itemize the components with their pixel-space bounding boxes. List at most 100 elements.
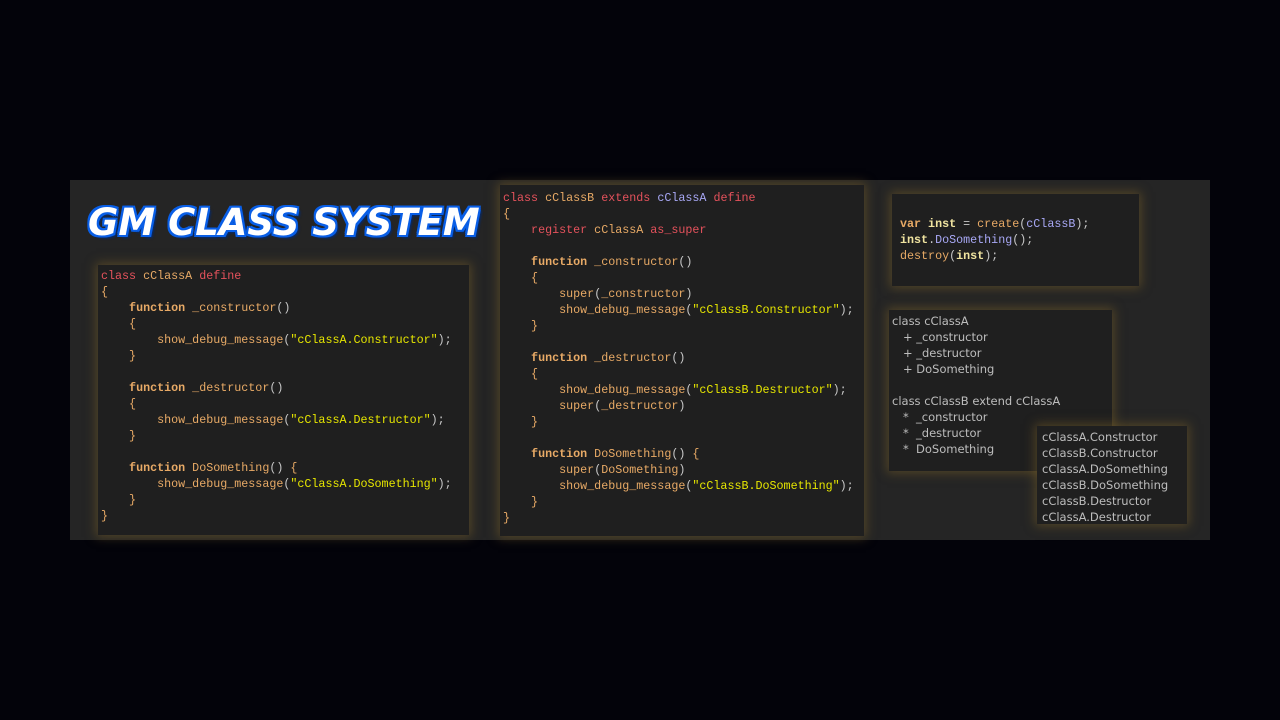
output-panel: cClassA.Constructor cClassB.Constructor cC… xyxy=(1037,426,1187,524)
code-line: show_debug_message("cClassB.DoSomething"… xyxy=(503,478,854,494)
code-line: register cClassA as_super xyxy=(503,222,706,238)
code-line: class cClassB extends cClassA define xyxy=(503,190,756,206)
code-token: { xyxy=(290,461,298,475)
code-line: { xyxy=(503,366,538,382)
code-token: } xyxy=(503,495,539,509)
code-token: "cClassB.Constructor" xyxy=(692,303,840,317)
code-token: inst xyxy=(900,233,929,247)
code-token: ( xyxy=(685,383,693,397)
code-token: () xyxy=(269,461,291,475)
code-line: show_debug_message("cClassB.Destructor")… xyxy=(503,382,847,398)
code-token: ); xyxy=(437,333,452,347)
code-token: () xyxy=(276,301,291,315)
code-line: } xyxy=(101,348,136,364)
code-token: show_debug_message xyxy=(503,303,686,317)
code-token: class xyxy=(101,269,137,283)
code-line: { xyxy=(101,316,136,332)
code-line: class cClassA define xyxy=(101,268,241,284)
code-token: } xyxy=(101,349,137,363)
code-line: function DoSomething() { xyxy=(101,460,297,476)
code-token: DoSomething xyxy=(935,233,1013,247)
code-token: ( xyxy=(283,333,291,347)
code-token: ( xyxy=(685,479,693,493)
code-token: super xyxy=(503,287,595,301)
code-token: inst xyxy=(956,249,985,263)
code-token: "cClassB.DoSomething" xyxy=(692,479,840,493)
text-line: * DoSomething xyxy=(892,442,995,456)
code-token: show_debug_message xyxy=(503,479,686,493)
code-line: var inst = create(cClassB); xyxy=(900,216,1089,232)
code-token: show_debug_message xyxy=(101,333,284,347)
code-token: () xyxy=(269,381,284,395)
code-token: () xyxy=(671,447,693,461)
code-token: _destructor xyxy=(587,351,672,365)
code-line: destroy(inst); xyxy=(900,248,998,264)
code-token: { xyxy=(101,397,137,411)
code-token: ( xyxy=(949,249,957,263)
text-line: * _constructor xyxy=(892,410,988,424)
text-line: class cClassB extend cClassA xyxy=(892,394,1061,408)
code-token: class xyxy=(503,191,539,205)
code-token: _destructor xyxy=(185,381,270,395)
code-token: () xyxy=(671,351,686,365)
code-token: _constructor xyxy=(185,301,277,315)
code-token: ) xyxy=(685,287,693,301)
code-token: super xyxy=(503,399,595,413)
code-token: var xyxy=(900,217,922,231)
code-token: "cClassA.DoSomething" xyxy=(290,477,438,491)
code-token: } xyxy=(503,319,539,333)
code-line: function DoSomething() { xyxy=(503,446,699,462)
text-line: cClassB.DoSomething xyxy=(1042,478,1169,492)
text-line: + _constructor xyxy=(892,330,988,344)
code-token: } xyxy=(101,429,137,443)
code-token: ( xyxy=(685,303,693,317)
code-token: function xyxy=(101,301,186,315)
page-title: GM CLASS SYSTEM xyxy=(88,201,480,244)
code-line: show_debug_message("cClassA.Constructor"… xyxy=(101,332,452,348)
code-token: function xyxy=(101,461,186,475)
code-token: ( xyxy=(594,463,602,477)
code-token: _constructor xyxy=(601,287,686,301)
code-line: function _constructor() xyxy=(101,300,290,316)
code-token: "cClassB.Destructor" xyxy=(692,383,833,397)
code-token: { xyxy=(101,317,137,331)
code-line: show_debug_message("cClassA.Destructor")… xyxy=(101,412,445,428)
text-line: class cClassA xyxy=(892,314,969,328)
code-line: { xyxy=(503,270,538,286)
code-token: _destructor xyxy=(601,399,679,413)
code-line: } xyxy=(101,508,108,524)
code-token: register xyxy=(503,223,588,237)
text-line: * _destructor xyxy=(892,426,982,440)
code-token: { xyxy=(101,285,109,299)
code-token: } xyxy=(503,511,511,525)
code-line: { xyxy=(503,206,510,222)
text-line: cClassA.Destructor xyxy=(1042,510,1151,524)
code-line: super(_constructor) xyxy=(503,286,692,302)
code-token: { xyxy=(692,447,700,461)
code-token: () xyxy=(678,255,693,269)
text-line: + _destructor xyxy=(892,346,982,360)
code-token: ( xyxy=(283,477,291,491)
code-token: define xyxy=(199,269,242,283)
code-token: { xyxy=(503,207,511,221)
code-token: inst xyxy=(921,217,957,231)
code-line: function _destructor() xyxy=(101,380,283,396)
code-token: . xyxy=(928,233,936,247)
code-token: { xyxy=(503,271,539,285)
code-token: show_debug_message xyxy=(503,383,686,397)
text-line: cClassA.Constructor xyxy=(1042,430,1158,444)
code-line: show_debug_message("cClassB.Constructor"… xyxy=(503,302,854,318)
code-token: function xyxy=(503,255,588,269)
text-line: + DoSomething xyxy=(892,362,995,376)
code-token: cClassA xyxy=(136,269,200,283)
code-token: "cClassA.Destructor" xyxy=(290,413,431,427)
code-token: show_debug_message xyxy=(101,413,284,427)
code-token: ); xyxy=(430,413,445,427)
text-line: cClassA.DoSomething xyxy=(1042,462,1168,476)
code-token: DoSomething xyxy=(587,447,672,461)
code-line: } xyxy=(503,414,538,430)
code-token: extends xyxy=(601,191,651,205)
code-line: super(_destructor) xyxy=(503,398,685,414)
code-token: } xyxy=(101,493,137,507)
text-line: cClassB.Constructor xyxy=(1042,446,1158,460)
